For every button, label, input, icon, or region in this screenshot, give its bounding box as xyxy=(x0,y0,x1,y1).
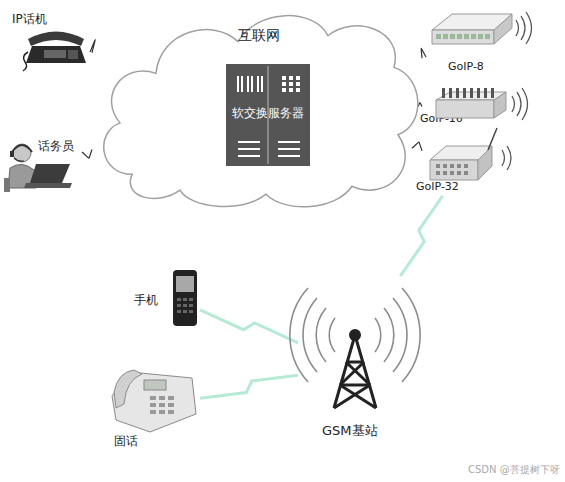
landline-node: 固话 xyxy=(108,366,200,452)
cloud-path xyxy=(104,16,418,207)
node-label: GoIP-8 xyxy=(448,60,484,74)
network-cable xyxy=(412,142,422,151)
goip-32-device xyxy=(430,128,511,180)
goip-32-node: GoIP-32 xyxy=(412,126,510,196)
gsm-station-node: GSM基站 xyxy=(298,276,412,448)
gsm-tower-icon xyxy=(290,288,420,408)
node-label: 固话 xyxy=(114,434,138,448)
desk-phone-icon xyxy=(112,370,196,432)
operator-node: 话务员 xyxy=(2,130,82,194)
node-label: 话务员 xyxy=(38,139,74,153)
watermark: CSDN @菩提树下呀 xyxy=(468,464,560,476)
node-label: GoIP-16 xyxy=(420,112,463,126)
server-box: 软交换服务器 xyxy=(226,64,310,166)
goip-8-device xyxy=(432,12,532,44)
network-cable xyxy=(418,103,422,107)
mobile-node: 手机 xyxy=(130,268,200,328)
goip-8-node: GoIP-8 xyxy=(426,6,532,76)
goip-16-node: GoIP-16 xyxy=(418,84,528,128)
wireless-link xyxy=(200,375,298,398)
node-label: IP话机 xyxy=(12,12,47,26)
node-label: GoIP-32 xyxy=(416,180,459,194)
server-decoration xyxy=(238,66,300,164)
node-label: 软交换服务器 xyxy=(226,106,310,120)
wireless-link xyxy=(400,196,442,276)
node-label: GSM基站 xyxy=(322,424,378,438)
mobile-phone-icon xyxy=(173,270,197,326)
ip-phone-node: IP话机 xyxy=(6,8,90,68)
network-cable xyxy=(82,149,92,158)
ip-phone-icon xyxy=(23,32,86,72)
network-cable xyxy=(421,48,426,58)
wireless-link xyxy=(200,310,298,343)
goip-16-device xyxy=(436,88,528,120)
network-cable xyxy=(90,40,95,53)
node-label: 手机 xyxy=(134,293,158,307)
node-label: 互联网 xyxy=(238,28,280,42)
network-cloud: 互联网软交换服务器 xyxy=(92,4,422,212)
operator-icon xyxy=(4,144,72,192)
